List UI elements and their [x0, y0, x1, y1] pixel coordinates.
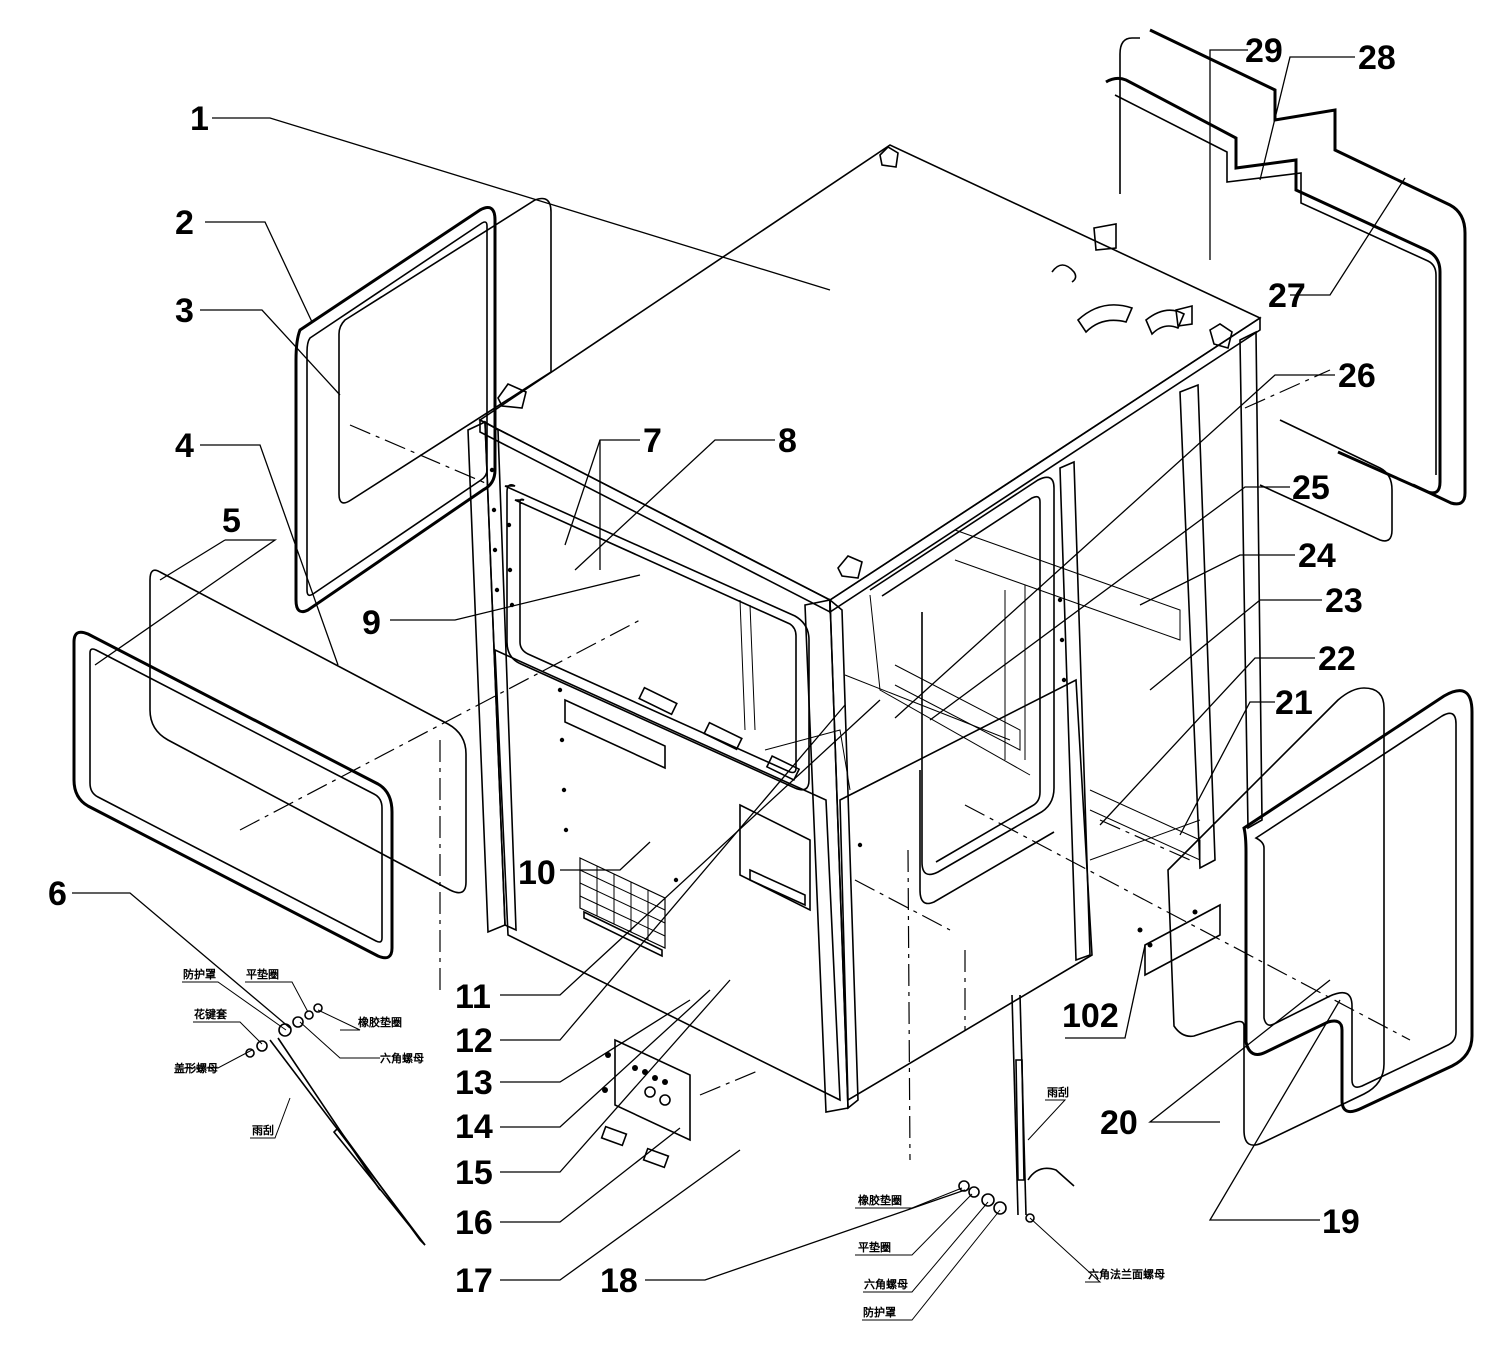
callout-27: 27	[1268, 277, 1306, 315]
callout-26: 26	[1338, 357, 1376, 395]
callout-4: 4	[175, 427, 194, 465]
grille	[579, 857, 666, 958]
callout-numbers: 1 2 3 4 5 6 7 8 9 10 11 12 13 14 15 16 1…	[48, 32, 1396, 1300]
callout-12: 12	[455, 1022, 493, 1060]
callout-22: 22	[1318, 640, 1356, 678]
label-guard-right: 防护罩	[863, 1305, 896, 1319]
label-flat-washer-left: 平垫圈	[246, 967, 279, 981]
callout-10: 10	[518, 854, 556, 892]
callout-19: 19	[1322, 1203, 1360, 1241]
right-wiper	[958, 994, 1075, 1223]
callout-14: 14	[455, 1108, 493, 1146]
callout-29: 29	[1245, 32, 1283, 70]
callout-1: 1	[190, 100, 209, 138]
callout-7: 7	[643, 422, 662, 460]
left-wiper	[245, 1003, 426, 1246]
callout-6: 6	[48, 875, 67, 913]
callout-25: 25	[1292, 469, 1330, 507]
label-wiper-left: 雨刮	[252, 1123, 274, 1137]
small-labels: 防护罩 平垫圈 花键套 橡胶垫圈 盖形螺母 六角螺母 雨刮 雨刮 橡胶垫圈 平垫…	[174, 967, 1165, 1319]
label-hex-nut-left: 六角螺母	[380, 1051, 424, 1065]
frame-holes	[489, 467, 1067, 883]
leader-lines	[72, 49, 1406, 1281]
left-side-window	[294, 197, 552, 614]
cab-frame	[467, 144, 1263, 1113]
callout-23: 23	[1325, 582, 1363, 620]
label-cap-nut: 盖形螺母	[174, 1061, 218, 1075]
callout-21: 21	[1275, 684, 1313, 722]
callout-28: 28	[1358, 39, 1396, 77]
label-wiper-right: 雨刮	[1047, 1085, 1069, 1099]
label-rubber-washer-right: 橡胶垫圈	[858, 1193, 902, 1207]
center-lines	[239, 369, 1411, 1161]
cover-plate	[600, 1038, 691, 1169]
callout-3: 3	[175, 292, 194, 330]
label-flat-washer-right: 平垫圈	[858, 1240, 891, 1254]
front-windshield	[72, 569, 467, 960]
bracket-102	[1137, 903, 1221, 977]
callout-15: 15	[455, 1154, 493, 1192]
callout-8: 8	[778, 422, 797, 460]
callout-18: 18	[600, 1262, 638, 1300]
callout-24: 24	[1298, 537, 1336, 575]
callout-9: 9	[362, 604, 381, 642]
callout-11: 11	[455, 978, 491, 1016]
callout-13: 13	[455, 1064, 493, 1102]
label-hex-flange-nut: 六角法兰面螺母	[1088, 1267, 1165, 1281]
callout-2: 2	[175, 204, 194, 242]
label-guard-left: 防护罩	[183, 967, 216, 981]
label-hex-nut-right: 六角螺母	[864, 1277, 908, 1291]
label-rubber-washer-left: 橡胶垫圈	[358, 1015, 402, 1029]
label-spline-sleeve: 花键套	[194, 1007, 228, 1021]
small-label-leaders	[175, 981, 1102, 1321]
rear-window	[1105, 28, 1467, 542]
callout-5: 5	[222, 502, 241, 540]
callout-17: 17	[455, 1262, 493, 1300]
callout-16: 16	[455, 1204, 493, 1242]
door-glass	[1167, 687, 1474, 1146]
callout-20: 20	[1100, 1104, 1138, 1142]
callout-102: 102	[1062, 997, 1119, 1035]
